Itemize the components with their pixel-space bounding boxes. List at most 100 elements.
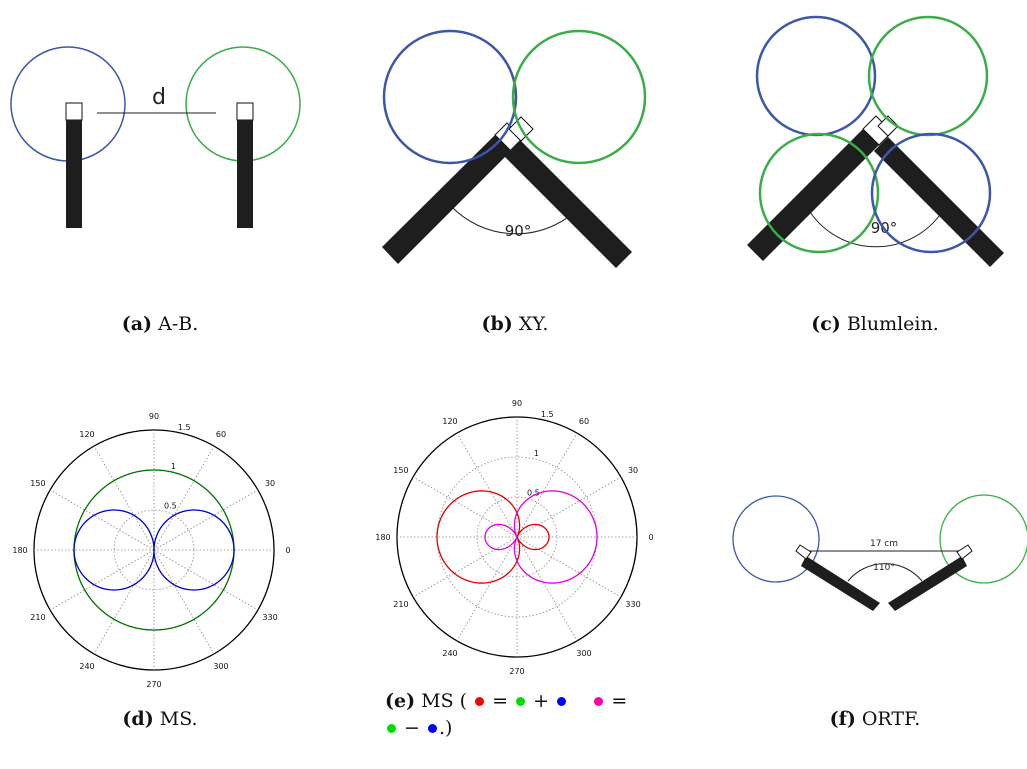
ms-sum-pattern [436, 490, 550, 584]
caption-d: (d) MS. [60, 708, 260, 730]
ms-polar-spoke [49, 489, 155, 551]
ms-polar-radial-label: 1 [171, 462, 176, 471]
caption-b-text: XY. [518, 313, 549, 335]
blue-dot-icon [557, 697, 567, 706]
caption-e-plus: + [533, 690, 550, 712]
ortf-angle-arc [847, 563, 923, 582]
ms-polar-angle-label: 180 [12, 546, 27, 555]
ms-polar-spoke [153, 549, 215, 655]
ms-polar-spoke [153, 489, 259, 551]
ms-sum-difference-radial-label: 0.5 [527, 489, 540, 498]
ms-sum-difference-angle-label: 150 [393, 466, 408, 475]
ortf-right-mic [888, 544, 973, 611]
blumlein-front-left-pattern [755, 15, 877, 137]
ab-diagram: d [10, 46, 301, 228]
ms-polar-angle-label: 120 [79, 430, 94, 439]
caption-e: (e) MS ( = + = − .) [385, 688, 627, 742]
ms-polar-angle-label: 150 [30, 479, 45, 488]
ortf-angle-label: 110° [873, 563, 895, 573]
ms-sum-difference-angle-label: 90 [512, 399, 522, 408]
ms-polar-angle-label: 240 [79, 662, 94, 671]
caption-a-text: A-B. [158, 313, 199, 335]
ms-sum-difference-angle-label: 30 [628, 466, 638, 475]
ortf-left-mic [795, 544, 880, 611]
ms-polar-spoke [93, 445, 155, 551]
ab-right-mic [236, 102, 254, 228]
green-dot-icon-2 [387, 724, 396, 733]
blumlein-rear-left-pattern [758, 132, 880, 254]
ms-polar-angle-label: 270 [146, 680, 161, 689]
ms-sum-difference-polar-plot: 0 30 60 90 120 150 180 210 240 270 300 330 0.5 1 1.5 [375, 399, 653, 676]
caption-e-minus: − [404, 717, 420, 739]
ms-polar-angle-label: 0 [285, 546, 290, 555]
ortf-distance-label: 17 cm [870, 539, 898, 549]
ms-sum-difference-angle-label: 240 [442, 649, 457, 658]
ms-polar-radial-label: 0.5 [164, 502, 177, 511]
ab-left-mic [65, 102, 83, 228]
blumlein-left-mic [747, 115, 893, 261]
ms-sum-difference-spoke [412, 536, 518, 598]
ms-sum-difference-angle-label: 210 [393, 600, 408, 609]
ms-polar-spoke [49, 549, 155, 611]
ms-polar-radial-label: 1.5 [178, 423, 191, 432]
xy-right-pattern [511, 29, 647, 165]
caption-e-eq1: = [492, 690, 509, 712]
caption-f-letter: (f) [829, 708, 856, 730]
blumlein-rear-right-pattern [870, 132, 992, 254]
blumlein-front-right-pattern [867, 15, 989, 137]
ms-sum-difference-radial-label: 1.5 [541, 410, 554, 419]
ortf-left-pattern [732, 495, 820, 583]
ms-sum-difference-angle-label: 0 [648, 533, 653, 542]
xy-diagram: 90° [382, 29, 647, 268]
ms-sum-difference-angle-label: 270 [509, 667, 524, 676]
ms-polar-spoke [153, 445, 215, 551]
ms-polar-angle-label: 60 [216, 430, 226, 439]
ms-sum-difference-angle-label: 180 [375, 533, 390, 542]
ms-polar-spoke [153, 549, 259, 611]
ms-polar-angle-label: 330 [262, 613, 277, 622]
blumlein-diagram: 90° [747, 15, 1004, 267]
caption-d-letter: (d) [122, 708, 154, 730]
caption-f-text: ORTF. [861, 708, 921, 730]
ms-difference-pattern [484, 490, 598, 584]
ms-sum-difference-spoke [412, 476, 518, 538]
blumlein-right-mic [874, 115, 1004, 267]
green-dot-icon [516, 697, 526, 706]
blumlein-angle-arc [809, 211, 943, 248]
ms-polar-angle-label: 90 [149, 412, 159, 421]
xy-left-pattern [382, 29, 518, 165]
ms-polar-angle-label: 30 [265, 479, 275, 488]
caption-a-letter: (a) [121, 313, 153, 335]
ms-sum-difference-radial-label: 1 [534, 449, 539, 458]
xy-angle-label: 90° [505, 222, 532, 240]
caption-c: (c) Blumlein. [775, 313, 975, 335]
ms-sum-difference-angle-label: 300 [576, 649, 591, 658]
caption-d-text: MS. [159, 708, 198, 730]
ms-sum-difference-spoke [456, 432, 518, 538]
ms-sum-difference-spoke [456, 536, 518, 642]
caption-e-letter: (e) [385, 690, 416, 712]
ortf-right-pattern [939, 494, 1027, 584]
caption-e-text-end: .) [439, 717, 453, 739]
caption-c-letter: (c) [811, 313, 841, 335]
ms-polar-angle-label: 300 [213, 662, 228, 671]
caption-f: (f) ORTF. [775, 708, 975, 730]
ms-sum-difference-spoke [516, 476, 622, 538]
ms-sum-difference-grid: 0 30 60 90 120 150 180 210 240 270 300 330 0.5 1 1.5 [375, 399, 653, 676]
ms-sum-difference-spoke [516, 432, 578, 538]
ms-sum-difference-angle-label: 120 [442, 417, 457, 426]
ms-sum-difference-spoke [516, 536, 622, 598]
ms-polar-spoke [93, 549, 155, 655]
ab-distance-label: d [152, 85, 166, 110]
caption-b-letter: (b) [481, 313, 513, 335]
red-dot-icon [475, 697, 485, 706]
ms-sum-difference-angle-label: 330 [625, 600, 640, 609]
caption-b: (b) XY. [415, 313, 615, 335]
xy-right-mic [504, 116, 632, 268]
ms-sum-difference-angle-label: 60 [579, 417, 589, 426]
caption-c-text: Blumlein. [846, 313, 939, 335]
caption-e-eq2: = [611, 690, 628, 712]
magenta-dot-icon [594, 697, 604, 706]
